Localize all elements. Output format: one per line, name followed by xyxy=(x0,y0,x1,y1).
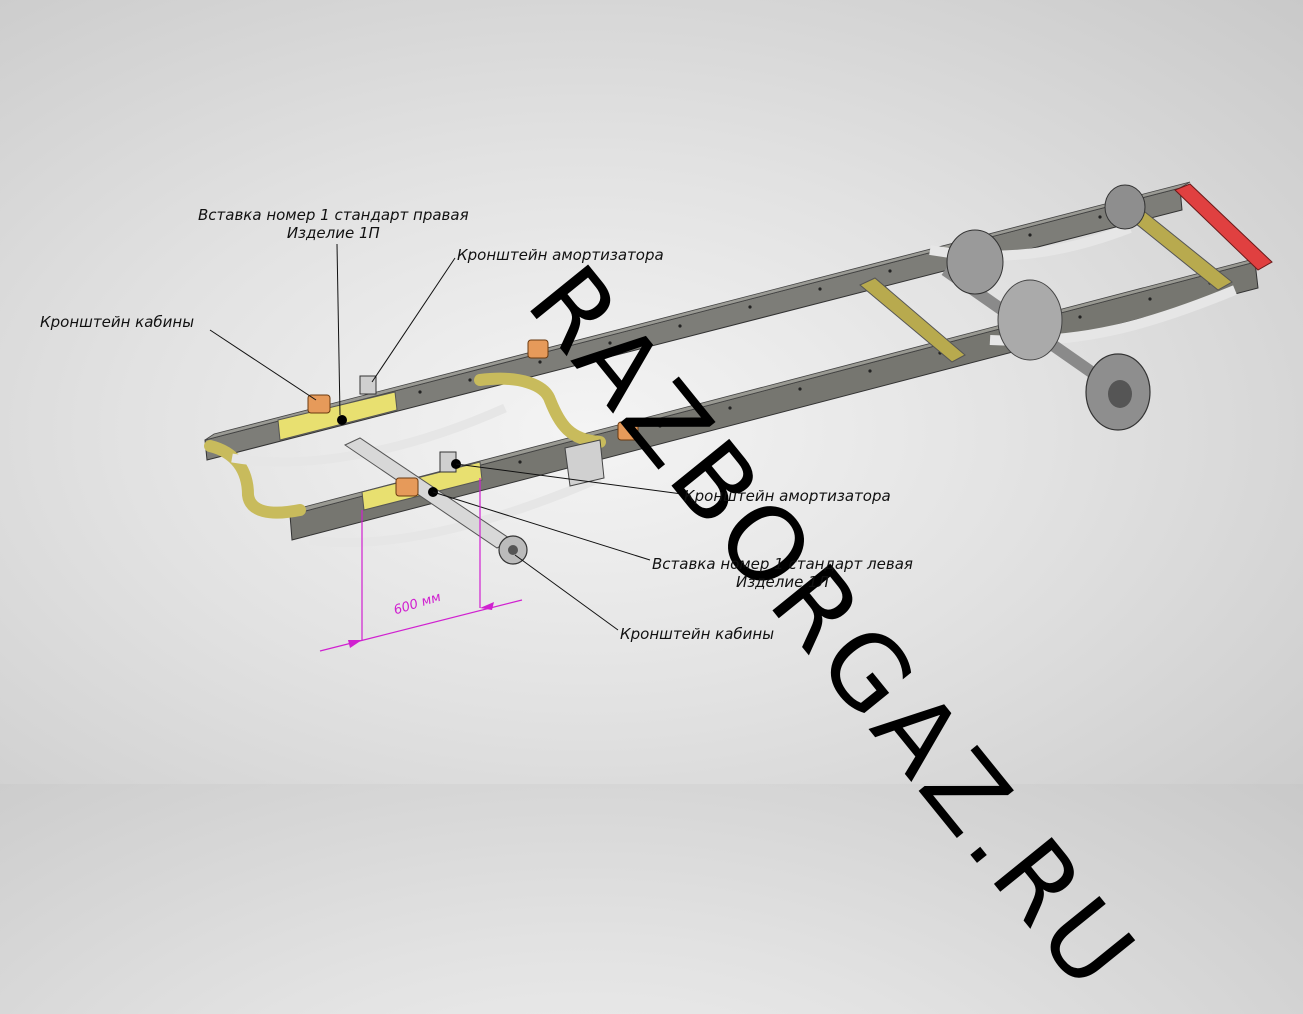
mid-crossmember-tube xyxy=(474,372,606,448)
front-crossmember-tube xyxy=(204,440,306,519)
callout-shock-bracket-top-text: Кронштейн амортизатора xyxy=(457,246,664,264)
callout-shock-bracket-top: Кронштейн амортизатора xyxy=(457,246,664,264)
mid-support-plate xyxy=(564,439,605,487)
callout-insert-right-line1: Вставка номер 1 стандарт правая xyxy=(198,206,469,224)
leader-lines xyxy=(209,243,683,631)
callout-insert-left-line2: Изделие 1Л xyxy=(735,573,829,591)
callout-shock-bracket-bottom: Кронштейн амортизатора xyxy=(684,487,891,505)
callout-insert-right-line2: Изделие 1П xyxy=(286,224,380,242)
front-leaf-spring-left xyxy=(309,473,602,547)
cab-bracket-mid-left xyxy=(617,421,639,441)
rear-wheel-drum-left xyxy=(1085,353,1151,431)
marker-dot-right xyxy=(337,415,347,425)
rear-differential xyxy=(997,279,1063,361)
callout-shock-bracket-bottom-text: Кронштейн амортизатора xyxy=(684,487,891,505)
front-leaf-spring-right xyxy=(231,403,507,467)
front-hub xyxy=(498,535,528,565)
cab-bracket-mid-right xyxy=(527,339,549,359)
dimension-600mm xyxy=(319,478,523,652)
rear-crossmember xyxy=(1174,183,1273,271)
callout-insert-right: Вставка номер 1 стандарт правая Изделие … xyxy=(198,206,469,242)
chassis-drawing xyxy=(204,181,1273,652)
rear-brake-disc xyxy=(946,229,1004,295)
callout-cab-bracket-left: Кронштейн кабины xyxy=(40,313,194,331)
insert-right-part xyxy=(277,391,398,441)
callout-cab-bracket-bottom: Кронштейн кабины xyxy=(620,625,774,643)
callout-cab-bracket-left-text: Кронштейн кабины xyxy=(40,313,195,331)
cab-bracket-front-right xyxy=(307,394,331,414)
callout-cab-bracket-bottom-text: Кронштейн кабины xyxy=(620,625,775,643)
rear-wheel-drum-right xyxy=(1104,184,1146,230)
shock-bracket-right xyxy=(359,375,377,395)
callout-insert-left-line1: Вставка номер 1 стандарт левая xyxy=(652,555,913,573)
cab-bracket-front-left xyxy=(395,477,419,497)
callout-insert-left: Вставка номер 1 стандарт левая Изделие 1… xyxy=(652,555,913,591)
frame-rail-right-top xyxy=(204,181,1191,441)
crossmember-mid xyxy=(859,277,966,363)
